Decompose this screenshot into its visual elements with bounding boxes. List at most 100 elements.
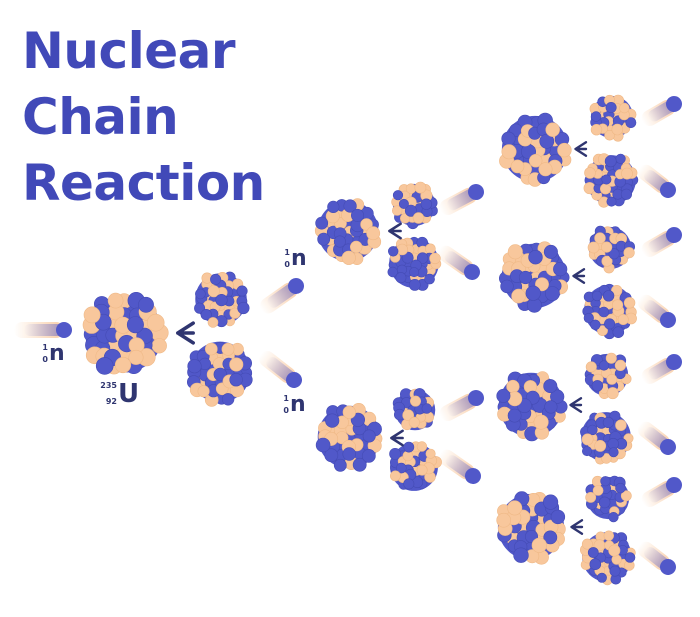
neutron-2a-2-icon [437,245,480,280]
fragment-3-4-b [580,530,636,586]
neutron-particle [557,142,572,158]
neutron-particle [146,313,165,332]
proton-particle [210,273,222,285]
neutron-ball [465,468,481,484]
neutron-particle [611,285,623,297]
fragment-2b-1 [392,388,436,431]
proton-particle [343,199,357,213]
uranium-label: 235 92 U [100,381,139,407]
proton-particle [409,267,420,278]
neutron-ball [660,182,676,198]
proton-particle [598,306,610,318]
element-symbol: n [290,392,306,417]
proton-particle [602,290,615,302]
proton-particle [550,389,565,404]
neutron-particle [601,453,612,464]
proton-particle [408,278,421,291]
proton-particle [420,198,432,210]
proton-particle [542,494,559,510]
proton-particle [361,448,376,463]
neutron-particle [531,537,547,553]
proton-particle [539,133,555,149]
proton-particle [421,403,432,414]
proton-particle [587,424,598,436]
neutron-particle [594,232,606,244]
neutron-particle [114,356,132,374]
proton-particle [608,447,619,458]
neutron-particle [592,485,604,496]
proton-particle [581,446,592,457]
neutron-particle [506,379,520,394]
neutron-particle [605,352,617,364]
proton-particle [608,248,620,260]
atomic-number: 0 [42,355,48,364]
proton-particle [598,496,611,509]
element-symbol: n [49,341,65,366]
neutron-2a-1-icon [439,184,484,216]
neutron-particle [510,159,525,174]
neutron-particle [614,359,627,372]
proton-particle [333,235,346,248]
neutron-3-1-a-icon [641,96,682,126]
proton-particle [403,478,415,490]
proton-particle [587,547,599,558]
proton-particle [501,131,516,146]
proton-particle [602,416,615,429]
neutron-particle [617,313,629,325]
proton-particle [395,272,407,284]
split-arrow-3-2 [572,268,586,284]
atomic-number: 0 [283,406,289,415]
neutron-particle [623,297,636,309]
title-line-2: Chain [22,88,179,146]
neutron-particle [229,307,241,319]
neutron-particle [615,419,627,431]
page-title: Nuclear Chain Reaction [22,18,265,216]
neutron-particle [585,491,597,503]
nucleus-2b [315,403,383,472]
fragment-3-3-a [584,352,632,400]
proton-particle [615,153,626,164]
neutron-label-left: 1 0 n [42,341,65,366]
proton-particle [620,188,633,200]
neutron-particle [584,167,596,179]
proton-particle [625,117,637,128]
proton-particle [604,318,616,330]
neutron-particle [409,395,421,407]
neutron-3-2-a-icon [641,227,682,257]
proton-particle [333,458,347,472]
fragment-2a-2 [387,236,442,291]
atomic-number: 0 [284,260,290,269]
neutron-particle [594,439,607,452]
neutron-3-3-b-icon [637,421,676,455]
neutron-3-2-b-icon [637,294,676,328]
proton-particle [609,565,621,577]
proton-particle [590,111,602,122]
fragment-3-4-a [585,475,632,523]
neutron-ball [666,477,682,493]
proton-particle [315,437,331,453]
neutron-particle [581,538,593,550]
neutron-particle [600,241,613,253]
split-arrow-1 [176,321,195,345]
nucleus-3-4 [496,491,566,565]
proton-particle [590,319,601,330]
incoming-neutron-icon [14,322,72,338]
neutron-particle [128,349,144,365]
neutron-particle [507,244,523,260]
fragment-1a [194,271,250,328]
title-line-1: Nuclear [22,22,236,80]
neutron-particle [342,405,356,419]
proton-particle [596,572,607,583]
proton-particle [591,380,604,392]
proton-particle [591,290,603,302]
neutron-particle [496,512,512,528]
neutron-particle [425,448,436,459]
neutron-particle [197,385,210,398]
neutron-particle [396,243,409,256]
neutron-particle [535,277,549,292]
proton-particle [401,251,414,264]
proton-particle [236,285,248,297]
nucleus-3-2 [499,241,570,313]
